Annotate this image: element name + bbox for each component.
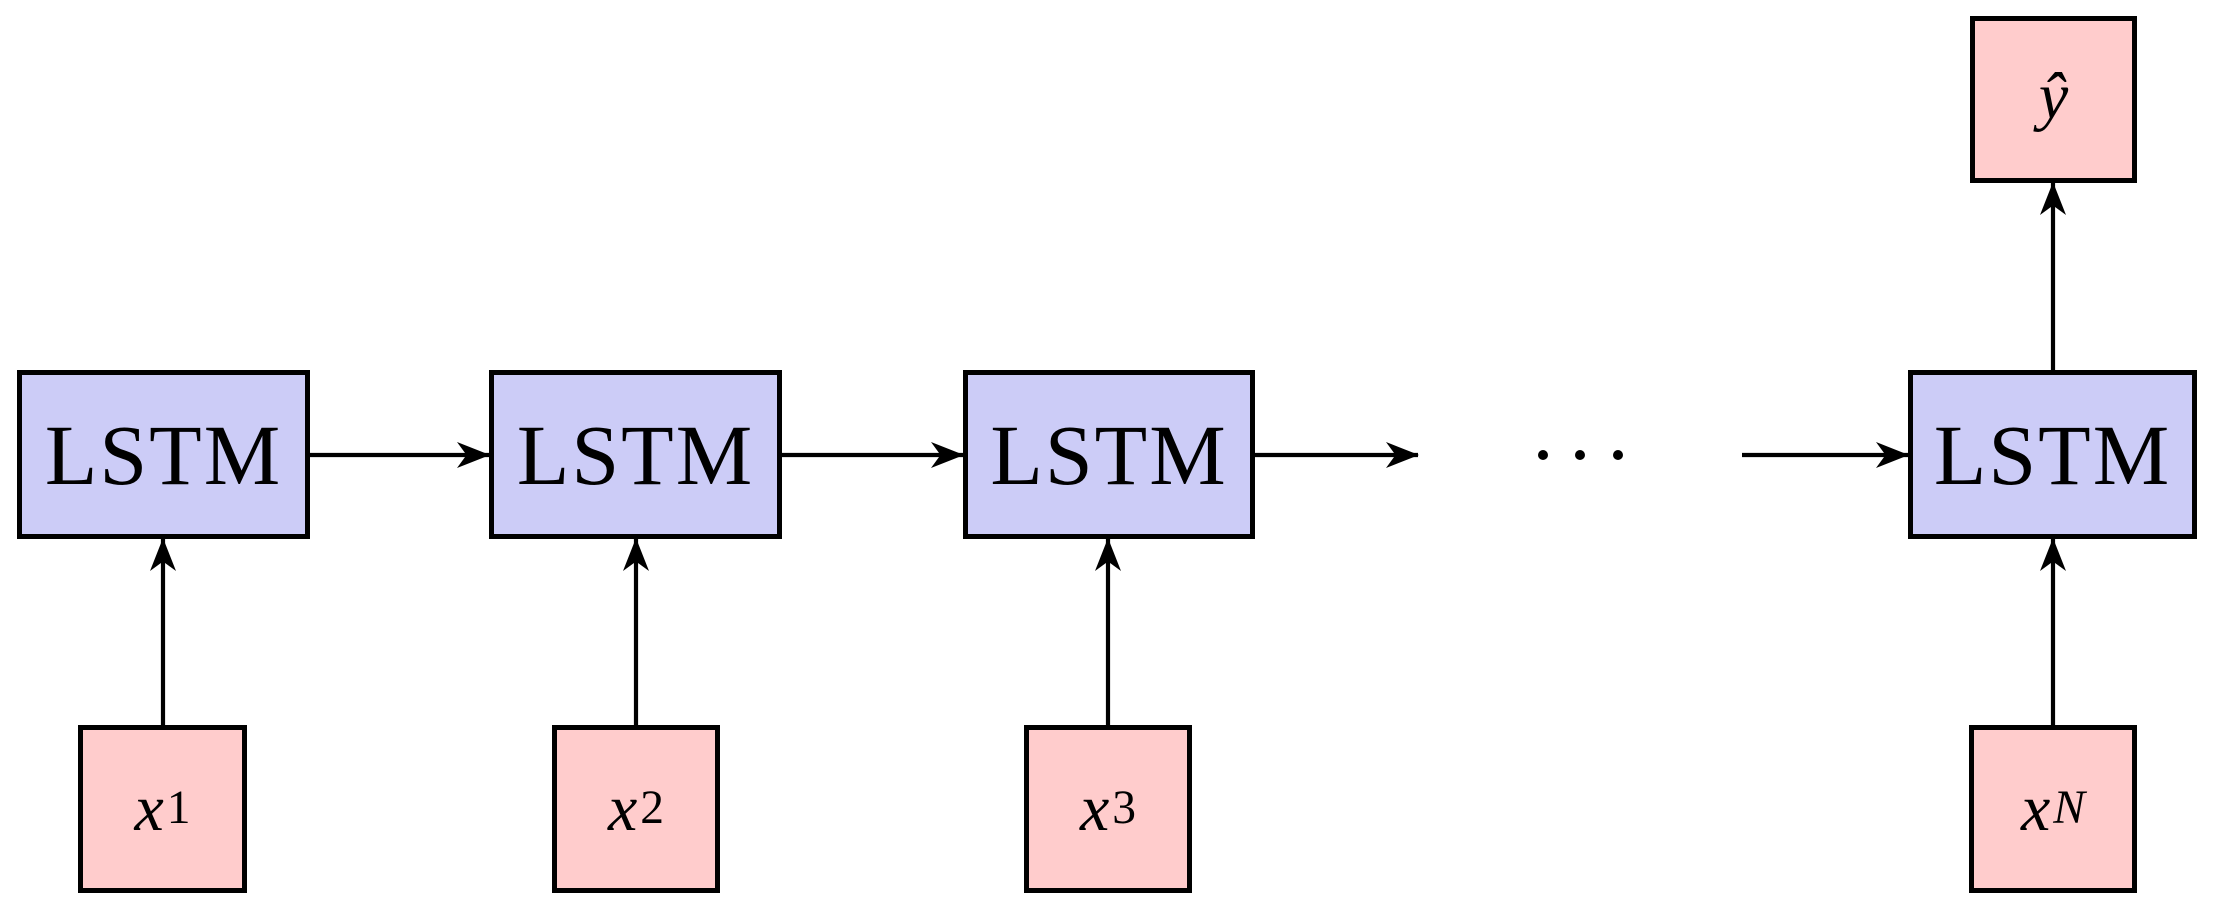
node-lstm-3: LSTM xyxy=(963,370,1255,539)
node-lstm-4: LSTM xyxy=(1908,370,2197,539)
node-label-subscript: 2 xyxy=(640,782,665,835)
ellipsis-dots xyxy=(1538,450,1623,460)
node-yhat: ŷ xyxy=(1970,16,2137,183)
node-label: x xyxy=(2021,772,2051,845)
ellipsis-dot xyxy=(1538,450,1548,460)
node-label: ŷ xyxy=(2038,59,2069,133)
node-label: LSTM xyxy=(990,406,1228,503)
node-label-subscript: N xyxy=(2053,782,2085,835)
node-label: LSTM xyxy=(44,406,283,503)
ellipsis-dot xyxy=(1575,450,1585,460)
node-label: x xyxy=(134,772,164,845)
node-label: LSTM xyxy=(1933,406,2172,503)
ellipsis-dot xyxy=(1613,450,1623,460)
node-label-subscript: 3 xyxy=(1112,782,1137,835)
node-label: x xyxy=(607,772,638,845)
node-label: x xyxy=(1079,772,1110,845)
node-label-subscript: 1 xyxy=(166,782,191,835)
node-lstm-1: LSTM xyxy=(17,370,310,539)
node-label: LSTM xyxy=(516,406,755,503)
node-lstm-2: LSTM xyxy=(489,370,782,539)
